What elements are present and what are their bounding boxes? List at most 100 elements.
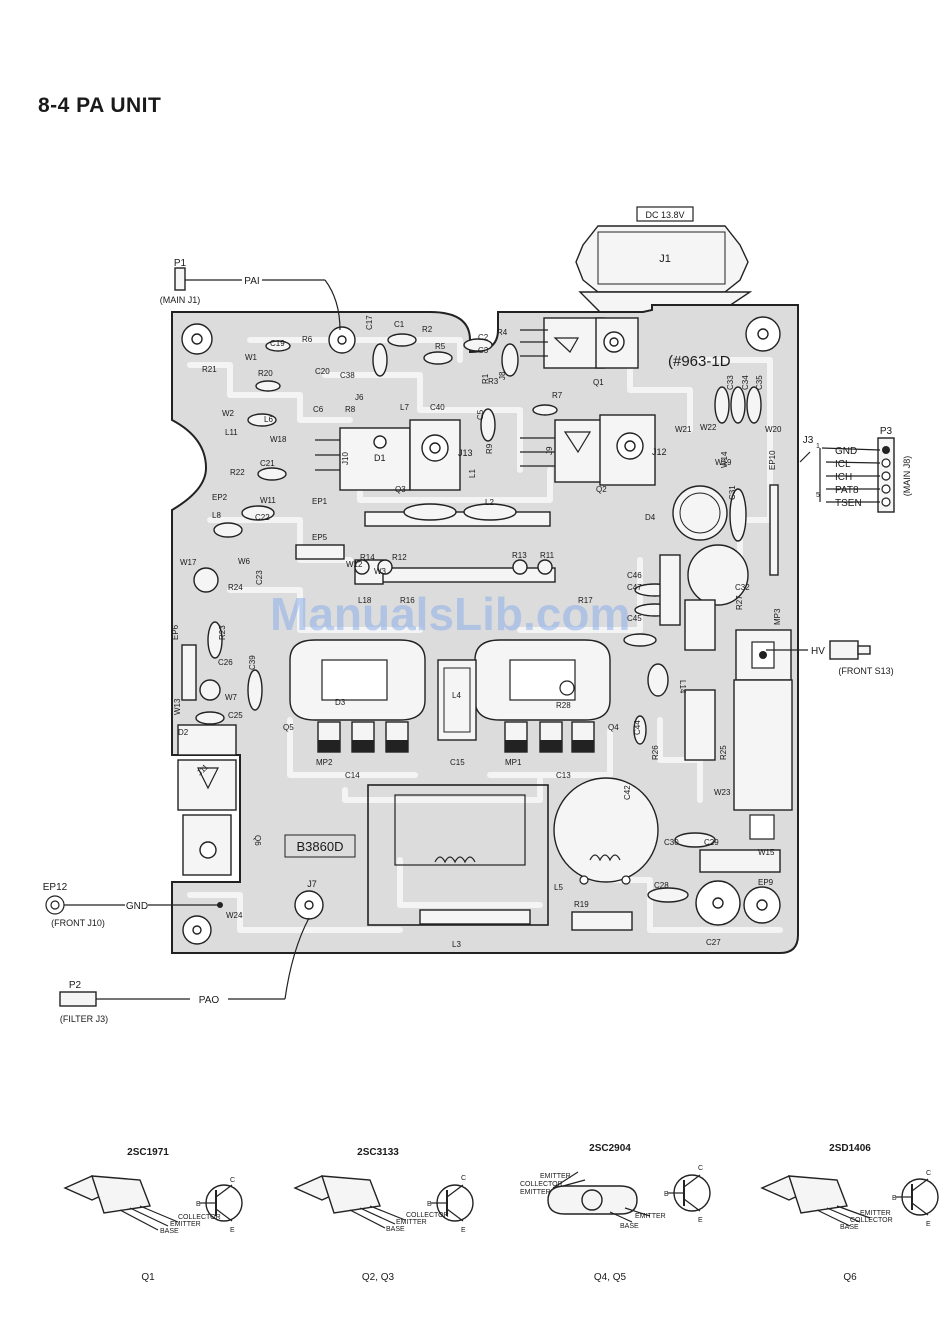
svg-text:EMITTER: EMITTER: [540, 1173, 571, 1180]
ref-C2: C2: [478, 333, 489, 342]
p1-ref: P1: [174, 258, 187, 269]
ref-J7: J7: [307, 879, 317, 889]
q6-bracket: [177, 724, 237, 876]
svg-text:BASE: BASE: [160, 1228, 179, 1235]
legend-2sc3133: 2SC3133 COLLECTOR EMITTER BASE B C E Q2,…: [293, 1147, 474, 1283]
board-code: B3860D: [297, 839, 344, 854]
p2-dest: (FILTER J3): [60, 1014, 108, 1024]
ref-R3: R3: [488, 377, 499, 386]
ref-R24: R24: [228, 583, 243, 592]
ref-C20: C20: [315, 367, 330, 376]
legend-2sd1406: 2SD1406 EMITTER COLLECTOR BASE B C E Q6: [760, 1143, 939, 1283]
svg-text:B: B: [892, 1195, 897, 1202]
dc-label: DC 13.8V: [645, 210, 684, 220]
ref-J10: J10: [341, 452, 350, 465]
ref-C46: C46: [627, 571, 642, 580]
j3-pin5: 5: [816, 492, 820, 499]
ref-R4: R4: [497, 328, 508, 337]
ref-L7: L7: [400, 403, 409, 412]
ref-C23: C23: [255, 570, 264, 585]
ref-W15: W15: [758, 848, 775, 857]
ref-C32: C32: [735, 583, 750, 592]
ref-W11: W11: [260, 496, 276, 505]
ref-C34: C34: [741, 375, 750, 390]
legend-2sc2904: 2SC2904 EMITTER COLLECTOR EMITTER EMITTE…: [520, 1143, 711, 1283]
ref-W12: W12: [346, 560, 363, 569]
ref-L6: L6: [264, 415, 273, 424]
ref-D3: D3: [335, 698, 346, 707]
ref-W20: W20: [765, 425, 782, 434]
ref-R13: R13: [512, 551, 527, 560]
ref-Q4: Q4: [608, 723, 619, 732]
capacitor-c32: [687, 544, 749, 606]
q4-package: [474, 639, 611, 753]
transistor-legend: 2SC1971 COLLECTOR EMITTER BASE B C E Q1 …: [63, 1143, 939, 1283]
svg-text:B: B: [427, 1201, 432, 1208]
svg-text:EMITTER: EMITTER: [860, 1210, 891, 1217]
j3-ref: J3: [803, 435, 814, 446]
ref-MP3: MP3: [773, 608, 782, 625]
ref-R8: R8: [345, 405, 356, 414]
ref-C33: C33: [726, 375, 735, 390]
ref-R23: R23: [218, 625, 227, 640]
svg-text:E: E: [698, 1217, 703, 1224]
external-wiring: [45, 267, 895, 1007]
svg-text:C: C: [698, 1165, 703, 1172]
ref-W22: W22: [700, 423, 717, 432]
diode-d4: [672, 485, 728, 541]
ref-L8: L8: [212, 511, 221, 520]
ref-W19: W19: [715, 458, 732, 467]
ref-W3: W3: [374, 567, 387, 576]
svg-text:COLLECTOR: COLLECTOR: [850, 1217, 893, 1224]
ref-D4: D4: [645, 513, 656, 522]
ref-C40: C40: [430, 403, 445, 412]
ref-R25: R25: [719, 745, 728, 760]
ref-L11: L11: [225, 428, 238, 437]
ref-Q2: Q2: [596, 485, 607, 494]
svg-text:BASE: BASE: [386, 1226, 405, 1233]
ref-R7: R7: [552, 391, 563, 400]
ref-C28: C28: [654, 881, 669, 890]
ref-J12: J12: [652, 447, 667, 457]
svg-text:EMITTER: EMITTER: [170, 1221, 201, 1228]
ref-R5: R5: [435, 342, 446, 351]
ref-W24: W24: [226, 911, 243, 920]
ref-EP2: EP2: [212, 493, 228, 502]
q5-package: [289, 639, 426, 753]
legend-part-4: 2SD1406: [829, 1143, 871, 1154]
page-title: 8-4 PA UNIT: [38, 94, 162, 117]
hv-block: [733, 629, 793, 840]
ref-C21: C21: [260, 459, 275, 468]
q2-bracket: [520, 414, 656, 486]
ref-W2: W2: [222, 409, 235, 418]
p3-pin-tsen: TSEN: [835, 498, 862, 509]
ref-W18: W18: [270, 435, 287, 444]
svg-text:EMITTER: EMITTER: [520, 1189, 551, 1196]
ref-C22: C22: [255, 513, 270, 522]
ref-J8: J8: [498, 371, 507, 380]
svg-text:Q6: Q6: [843, 1272, 857, 1283]
ref-R16: R16: [400, 596, 415, 605]
svg-text:B: B: [196, 1201, 201, 1208]
ref-C26: C26: [218, 658, 233, 667]
svg-text:EMITTER: EMITTER: [635, 1213, 666, 1220]
ep12-signal: GND: [126, 901, 148, 912]
ref-C25: C25: [228, 711, 243, 720]
p3-dest: (MAIN J8): [902, 456, 912, 497]
ref-W1: W1: [245, 353, 258, 362]
p3-pin-ich: ICH: [835, 472, 852, 483]
passive-components: [181, 333, 781, 931]
svg-text:COLLECTOR: COLLECTOR: [520, 1181, 563, 1188]
ref-D1: D1: [374, 453, 386, 463]
ref-C6: C6: [313, 405, 324, 414]
ref-W21: W21: [675, 425, 692, 434]
inductor-l4: [437, 659, 477, 741]
svg-text:E: E: [230, 1227, 235, 1234]
svg-text:C: C: [461, 1175, 466, 1182]
ref-R20: R20: [258, 369, 273, 378]
ref-R9: R9: [485, 443, 494, 454]
ref-R19: R19: [574, 900, 589, 909]
ref-C3: C3: [478, 346, 489, 355]
ref-C44: C44: [633, 720, 642, 735]
